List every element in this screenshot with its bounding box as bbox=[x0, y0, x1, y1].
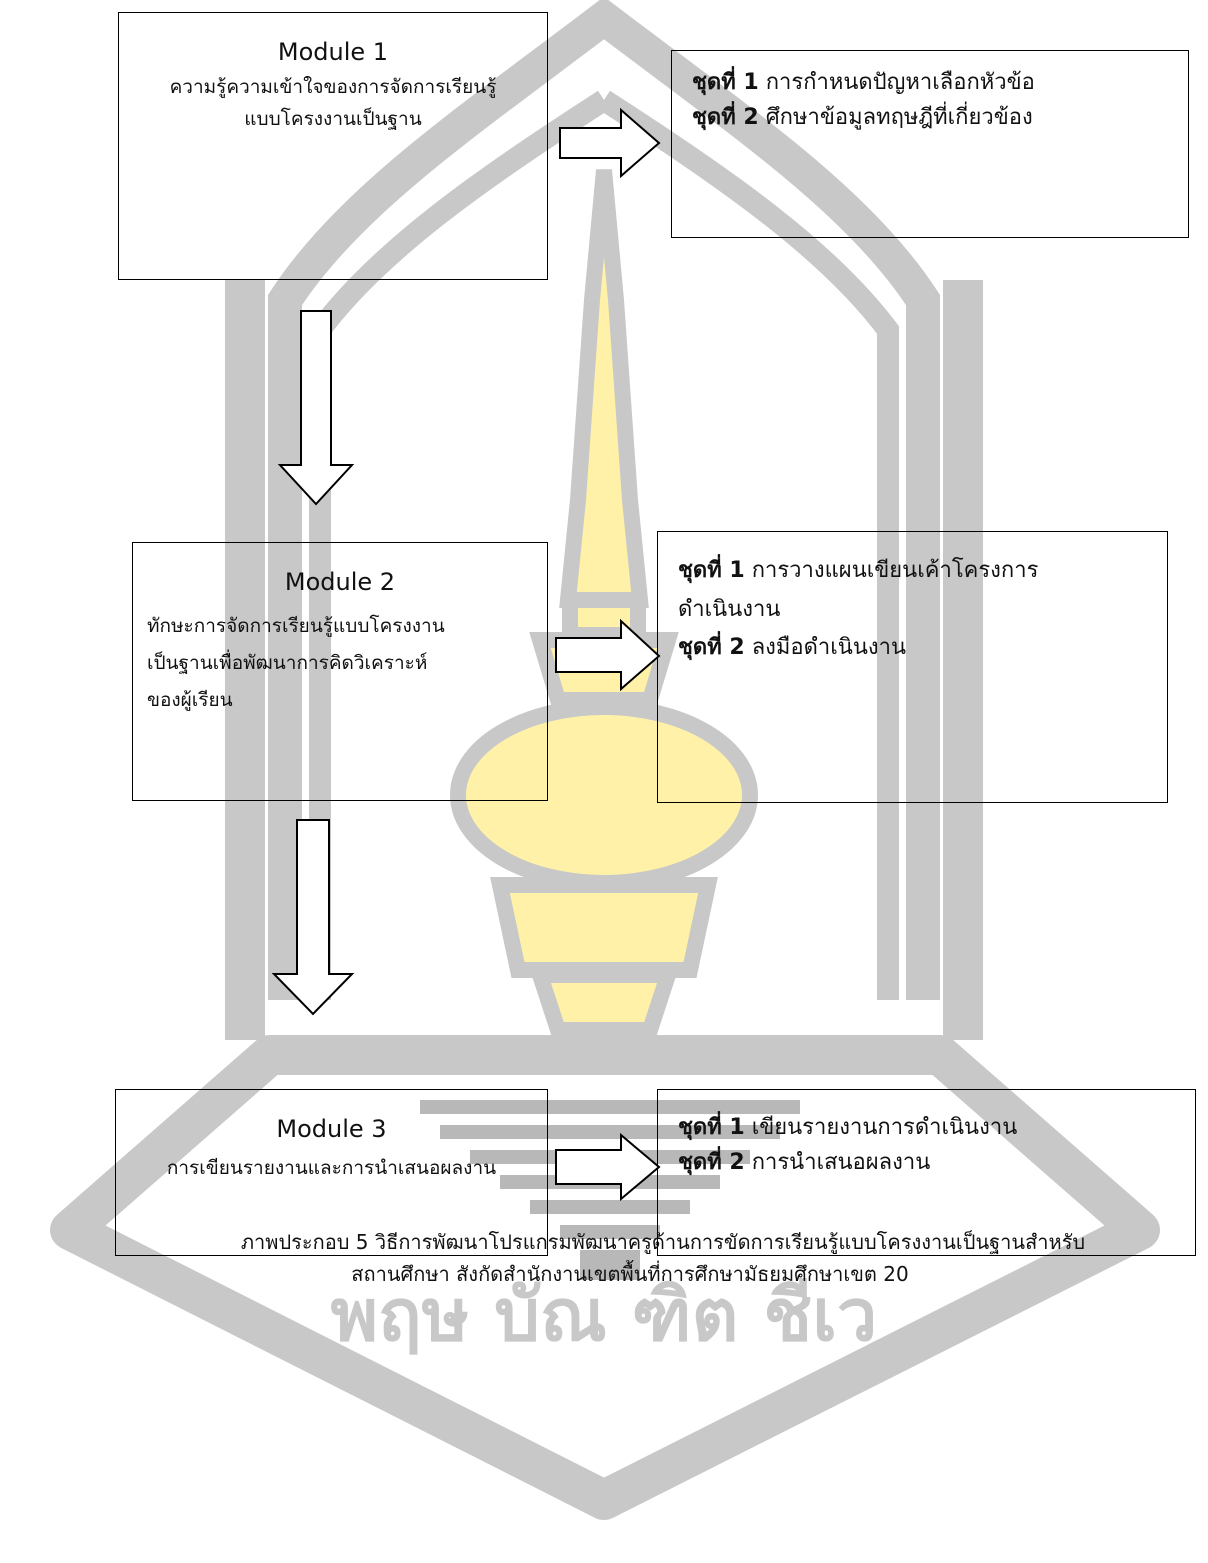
module-3-description: การเขียนรายงานและการนำเสนอผลงาน bbox=[116, 1145, 547, 1184]
set-prefix: ชุดที่ 2 bbox=[678, 1150, 745, 1176]
module-1-desc-line: แบบโครงงานเป็นฐาน bbox=[244, 107, 422, 130]
module-2-desc-line: ของผู้เรียน bbox=[147, 689, 233, 712]
module-2-title: Module 2 bbox=[284, 568, 396, 596]
down-arrow-2 bbox=[271, 819, 355, 1016]
set-text: ศึกษาข้อมูลทฤษฎีที่เกี่ยวข้อง bbox=[765, 105, 1033, 131]
set-prefix: ชุดที่ 2 bbox=[678, 635, 745, 660]
set-1-item: ชุดที่ 1 การกำหนดปัญหาเลือกหัวข้อ bbox=[692, 65, 1172, 100]
caption-line-2: สถานศึกษา สังกัดสำนักงานเขตพื้นที่การศึก… bbox=[351, 1262, 909, 1287]
module-1-desc-line: ความรู้ความเข้าใจของการจัดการเรียนรู้ bbox=[169, 76, 497, 99]
right-arrow-2 bbox=[555, 618, 661, 692]
module-1-sets-box: ชุดที่ 1 การกำหนดปัญหาเลือกหัวข้อ ชุดที่… bbox=[671, 50, 1189, 238]
watermark-base bbox=[50, 1035, 1160, 1520]
set-1-item: ชุดที่ 1 การวางแผนเขียนเค้าโครงการ bbox=[678, 552, 1151, 591]
watermark-inner-arch bbox=[309, 90, 899, 1000]
watermark-pillars bbox=[225, 280, 983, 1040]
set-text: การนำเสนอผลงาน bbox=[751, 1150, 931, 1176]
set-2-item: ชุดที่ 2 ศึกษาข้อมูลทฤษฎีที่เกี่ยวข้อง bbox=[692, 100, 1172, 135]
module-3-desc-line: การเขียนรายงานและการนำเสนอผลงาน bbox=[166, 1157, 497, 1180]
module-1-description: ความรู้ความเข้าใจของการจัดการเรียนรู้ แบ… bbox=[119, 68, 547, 135]
set-2-item: ชุดที่ 2 การนำเสนอผลงาน bbox=[678, 1145, 1179, 1180]
right-arrow-1 bbox=[559, 107, 661, 179]
set-2-item: ชุดที่ 2 ลงมือดำเนินงาน bbox=[678, 629, 1151, 668]
module-1-title: Module 1 bbox=[277, 38, 389, 66]
down-arrow-1 bbox=[277, 310, 355, 506]
watermark-arch bbox=[268, 0, 940, 1000]
module-2-desc-line: ทักษะการจัดการเรียนรู้แบบโครงงาน bbox=[147, 615, 445, 638]
set-text: ลงมือดำเนินงาน bbox=[751, 635, 906, 660]
set-text: การวางแผนเขียนเค้าโครงการ bbox=[751, 558, 1039, 583]
module-2-desc-line: เป็นฐานเพื่อพัฒนาการคิดวิเคราะห์ bbox=[147, 652, 428, 675]
caption-line-1: ภาพประกอบ 5 วิธีการพัฒนาโปรแกรมพัฒนาครูด… bbox=[240, 1230, 1086, 1254]
set-1-item: ชุดที่ 1 เขียนรายงานการดำเนินงาน bbox=[678, 1110, 1179, 1145]
watermark-text: พฤษ บัณ ฑิต ชีเว bbox=[331, 1273, 878, 1357]
set-text: เขียนรายงานการดำเนินงาน bbox=[751, 1115, 1018, 1140]
set-prefix: ชุดที่ 1 bbox=[678, 558, 745, 583]
set-prefix: ชุดที่ 2 bbox=[692, 105, 759, 131]
watermark-spire bbox=[450, 169, 758, 1038]
module-3-sets-box: ชุดที่ 1 เขียนรายงานการดำเนินงาน ชุดที่ … bbox=[657, 1089, 1196, 1256]
module-1-box: Module 1 ความรู้ความเข้าใจของการจัดการเร… bbox=[118, 12, 548, 280]
figure-caption: ภาพประกอบ 5 วิธีการพัฒนาโปรแกรมพัฒนาครูด… bbox=[0, 1226, 1208, 1291]
set-prefix: ชุดที่ 1 bbox=[678, 1115, 745, 1140]
module-2-box: Module 2 ทักษะการจัดการเรียนรู้แบบโครงงา… bbox=[132, 542, 548, 801]
right-arrow-3 bbox=[555, 1132, 661, 1202]
set-prefix: ชุดที่ 1 bbox=[692, 70, 759, 95]
module-3-title: Module 3 bbox=[276, 1115, 387, 1143]
module-3-box: Module 3 การเขียนรายงานและการนำเสนอผลงาน bbox=[115, 1089, 548, 1256]
module-2-description: ทักษะการจัดการเรียนรู้แบบโครงงาน เป็นฐาน… bbox=[133, 604, 547, 719]
set-continuation: ดำเนินงาน bbox=[678, 596, 781, 622]
module-2-sets-box: ชุดที่ 1 การวางแผนเขียนเค้าโครงการ ดำเนิ… bbox=[657, 531, 1168, 803]
set-text: การกำหนดปัญหาเลือกหัวข้อ bbox=[765, 70, 1035, 95]
